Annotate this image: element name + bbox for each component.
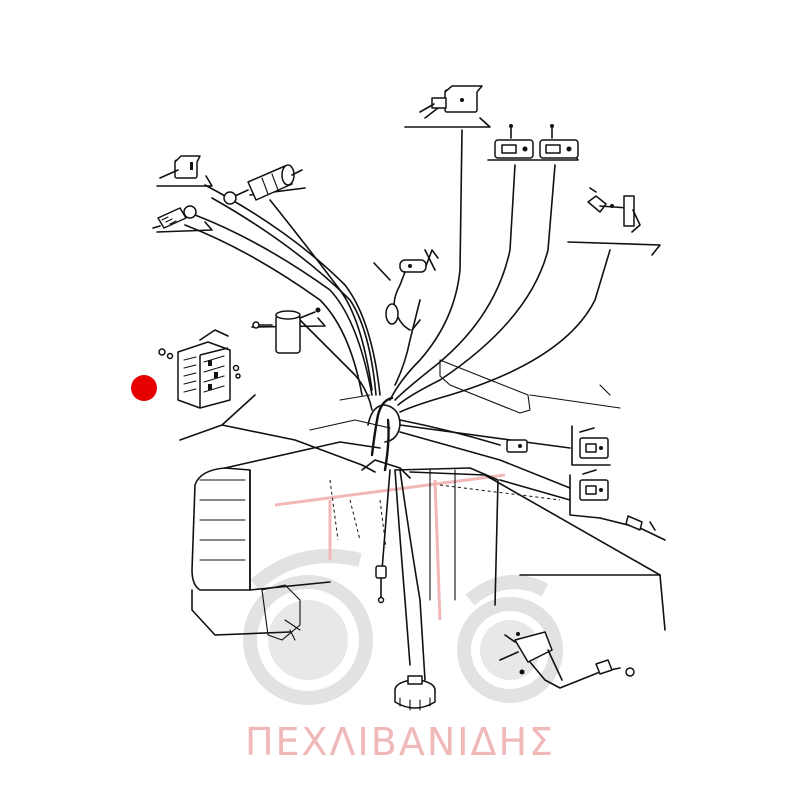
side-lamp-upper: [579, 427, 609, 459]
switch-upper-left: [159, 155, 201, 179]
pressure-switch-top: [419, 85, 483, 119]
wiring-harness: [184, 129, 666, 681]
oil-pressure-sender: [394, 675, 436, 711]
red-dot-marker-icon: [131, 375, 157, 401]
plug-connector-lower: [375, 565, 387, 604]
tractor-body-outline: [191, 359, 621, 641]
cylindrical-sender: [223, 164, 303, 205]
ground-bolt-bracket: [587, 187, 641, 233]
watermark-text: ΠΕΧΛΙΒΑΝΙΔΗΣ: [244, 720, 556, 764]
fuse-box[interactable]: [158, 329, 241, 409]
inline-connector-right: [599, 515, 666, 541]
brake-light-switch: [499, 631, 635, 689]
indicator-lamp-left: [494, 124, 534, 159]
junction-connector: [506, 439, 528, 453]
side-lamp-lower: [579, 469, 609, 501]
solenoid-connector: [385, 249, 439, 331]
indicator-lamp-right: [539, 124, 579, 159]
tractor-logo-icon: [243, 473, 563, 705]
temperature-sender: [152, 205, 197, 229]
flasher-relay: [252, 307, 321, 354]
